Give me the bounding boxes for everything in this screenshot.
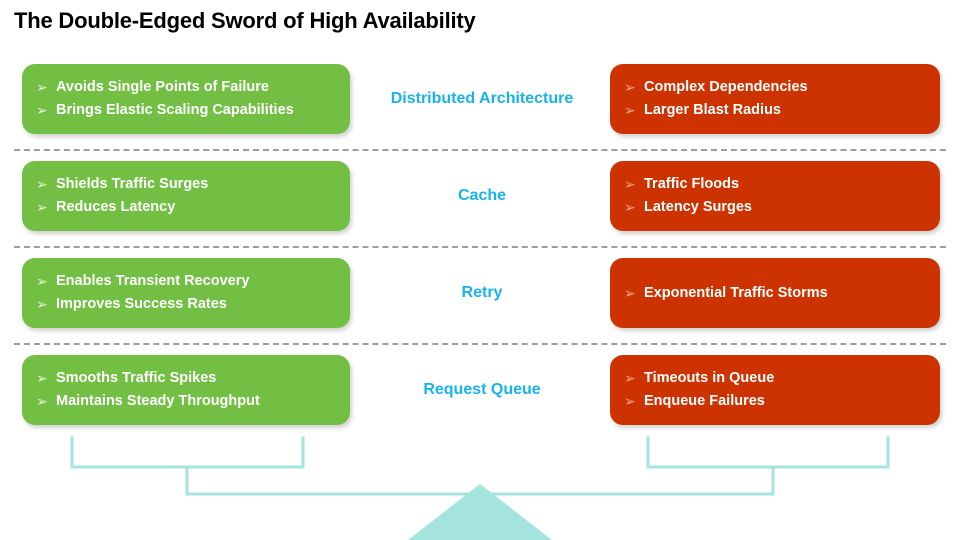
list-item: ➢ Smooths Traffic Spikes bbox=[36, 368, 336, 389]
arrow-bullet-icon: ➢ bbox=[36, 176, 48, 192]
benefit-text: Maintains Steady Throughput bbox=[56, 393, 260, 409]
benefits-card-2[interactable]: ➢ Shields Traffic Surges ➢ Reduces Laten… bbox=[22, 161, 350, 231]
arrow-bullet-icon: ➢ bbox=[624, 284, 636, 301]
arrow-bullet-icon: ➢ bbox=[624, 370, 636, 386]
row-label-3: Retry bbox=[461, 284, 503, 301]
page-title: The Double-Edged Sword of High Availabil… bbox=[14, 8, 476, 33]
list-item: ➢ Improves Success Rates bbox=[36, 294, 336, 315]
row-cache: ➢ Shields Traffic Surges ➢ Reduces Laten… bbox=[0, 157, 960, 254]
list-item: ➢ Traffic Floods bbox=[624, 174, 926, 195]
risk-text: Complex Dependencies bbox=[644, 79, 808, 95]
row-divider bbox=[14, 343, 946, 345]
row-label-2: Cache bbox=[457, 187, 507, 204]
benefit-text: Improves Success Rates bbox=[56, 296, 227, 312]
bracket-right-inner bbox=[646, 436, 890, 469]
row-label-1: Distributed Architecture bbox=[390, 90, 574, 107]
row-distributed-architecture: ➢ Avoids Single Points of Failure ➢ Brin… bbox=[0, 60, 960, 157]
risk-text: Enqueue Failures bbox=[644, 393, 765, 409]
risk-text: Exponential Traffic Storms bbox=[644, 284, 828, 301]
arrow-bullet-icon: ➢ bbox=[624, 176, 636, 192]
arrow-bullet-icon: ➢ bbox=[36, 102, 48, 118]
risk-text: Timeouts in Queue bbox=[644, 370, 775, 386]
benefit-text: Avoids Single Points of Failure bbox=[56, 79, 269, 95]
arrow-bullet-icon: ➢ bbox=[624, 102, 636, 118]
list-item: ➢ Shields Traffic Surges bbox=[36, 174, 336, 195]
risk-text: Latency Surges bbox=[644, 199, 752, 215]
list-item: ➢ Larger Blast Radius bbox=[624, 100, 926, 121]
list-item: ➢ Reduces Latency bbox=[36, 197, 336, 218]
benefit-text: Brings Elastic Scaling Capabilities bbox=[56, 102, 294, 118]
row-retry: ➢ Enables Transient Recovery ➢ Improves … bbox=[0, 254, 960, 351]
list-item: ➢ Complex Dependencies bbox=[624, 77, 926, 98]
list-item: ➢ Exponential Traffic Storms bbox=[624, 283, 926, 304]
list-item: ➢ Maintains Steady Throughput bbox=[36, 391, 336, 412]
benefit-text: Enables Transient Recovery bbox=[56, 273, 250, 289]
list-item: ➢ Enqueue Failures bbox=[624, 391, 926, 412]
arrow-bullet-icon: ➢ bbox=[36, 199, 48, 215]
comparison-rows: ➢ Avoids Single Points of Failure ➢ Brin… bbox=[0, 60, 960, 448]
convergence-bracket-group bbox=[0, 432, 960, 540]
list-item: ➢ Latency Surges bbox=[624, 197, 926, 218]
arrow-bullet-icon: ➢ bbox=[36, 273, 48, 289]
risks-card-2[interactable]: ➢ Traffic Floods ➢ Latency Surges bbox=[610, 161, 940, 231]
row-request-queue: ➢ Smooths Traffic Spikes ➢ Maintains Ste… bbox=[0, 351, 960, 448]
list-item: ➢ Avoids Single Points of Failure bbox=[36, 77, 336, 98]
risk-text: Traffic Floods bbox=[644, 176, 740, 192]
arrow-bullet-icon: ➢ bbox=[624, 199, 636, 215]
down-funnel-triangle bbox=[408, 484, 552, 540]
benefits-card-4[interactable]: ➢ Smooths Traffic Spikes ➢ Maintains Ste… bbox=[22, 355, 350, 425]
bracket-left-inner bbox=[70, 436, 305, 469]
benefit-text: Reduces Latency bbox=[56, 199, 176, 215]
row-divider bbox=[14, 149, 946, 151]
risk-text: Larger Blast Radius bbox=[644, 102, 781, 118]
arrow-bullet-icon: ➢ bbox=[36, 370, 48, 386]
arrow-bullet-icon: ➢ bbox=[36, 296, 48, 312]
benefits-card-3[interactable]: ➢ Enables Transient Recovery ➢ Improves … bbox=[22, 258, 350, 328]
row-label-4: Request Queue bbox=[423, 381, 541, 398]
risks-card-1[interactable]: ➢ Complex Dependencies ➢ Larger Blast Ra… bbox=[610, 64, 940, 134]
arrow-bullet-icon: ➢ bbox=[36, 393, 48, 409]
arrow-bullet-icon: ➢ bbox=[624, 393, 636, 409]
arrow-bullet-icon: ➢ bbox=[36, 79, 48, 95]
benefit-text: Smooths Traffic Spikes bbox=[56, 370, 217, 386]
list-item: ➢ Brings Elastic Scaling Capabilities bbox=[36, 100, 336, 121]
list-item: ➢ Timeouts in Queue bbox=[624, 368, 926, 389]
benefit-text: Shields Traffic Surges bbox=[56, 176, 209, 192]
row-divider bbox=[14, 246, 946, 248]
risks-card-4[interactable]: ➢ Timeouts in Queue ➢ Enqueue Failures bbox=[610, 355, 940, 425]
arrow-bullet-icon: ➢ bbox=[624, 79, 636, 95]
risks-card-3[interactable]: ➢ Exponential Traffic Storms bbox=[610, 258, 940, 328]
benefits-card-1[interactable]: ➢ Avoids Single Points of Failure ➢ Brin… bbox=[22, 64, 350, 134]
list-item: ➢ Enables Transient Recovery bbox=[36, 271, 336, 292]
